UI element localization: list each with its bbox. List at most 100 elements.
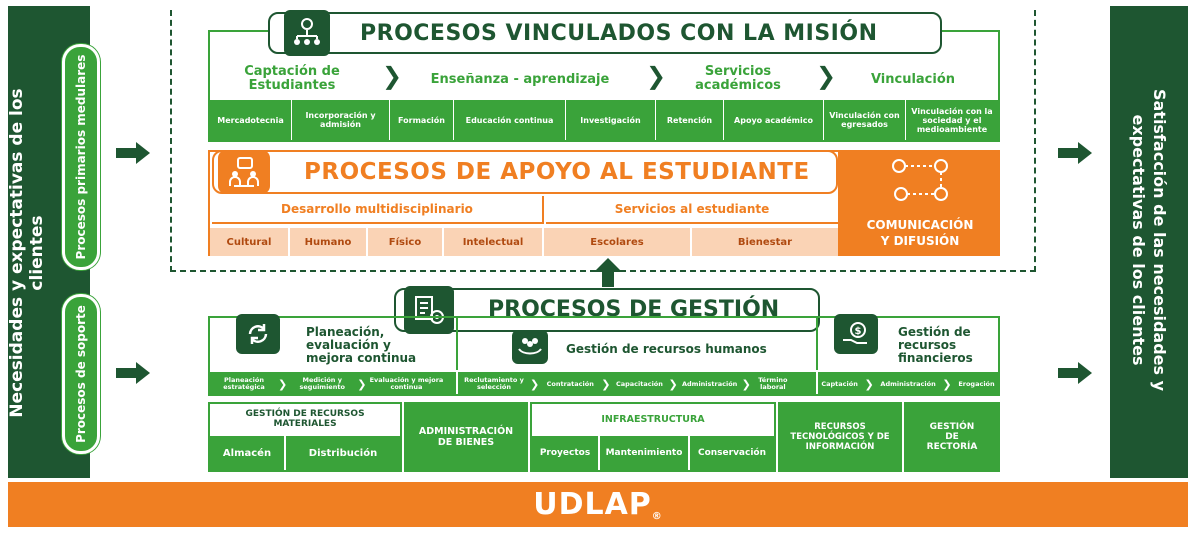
rrhh-steps: Reclutamiento y selección ❯ Contratación… <box>458 372 816 396</box>
stage-captacion: Captación de Estudiantes <box>244 64 340 93</box>
chevron-right-icon: ❯ <box>816 62 837 90</box>
mision-icon-box <box>284 10 330 56</box>
sub-fisico: Físico <box>368 228 444 256</box>
right-panel: Satisfacción de las necesidades y expect… <box>1110 6 1188 478</box>
comunicacion-box: COMUNICACIÓN Y DIFUSIÓN <box>840 150 1000 256</box>
sub-distribucion: Distribución <box>286 436 400 470</box>
right-panel-line1: Satisfacción de las necesidades y <box>1150 88 1169 392</box>
arrow-right-top <box>1058 142 1092 164</box>
svg-text:$: $ <box>855 326 862 337</box>
sub-formacion: Formación <box>390 100 454 140</box>
group-servicios: Servicios al estudiante <box>546 196 838 224</box>
arrow-up-stem <box>602 271 614 287</box>
sub-almacen: Almacén <box>210 436 286 470</box>
mision-subs-row: Mercadotecnia Incorporación y admisión F… <box>210 100 998 140</box>
planeacion-steps: Planeación estratégica ❯ Medición y segu… <box>210 372 456 396</box>
sub-humano: Humano <box>290 228 368 256</box>
apoyo-icon-box <box>218 150 270 194</box>
sub-educacion-continua: Educación continua <box>454 100 566 140</box>
divider <box>816 318 818 370</box>
rectoria-block: GESTIÓN DE RECTORÍA <box>904 402 1000 472</box>
sub-intelectual: Intelectual <box>444 228 544 256</box>
step: Erogación <box>958 380 995 388</box>
materiales-title: GESTIÓN DE RECURSOS MATERIALES <box>245 409 365 429</box>
pill-soporte-label: Procesos de soporte <box>74 305 88 443</box>
mision-title: PROCESOS VINCULADOS CON LA MISIÓN <box>360 21 878 46</box>
bienes-block: ADMINISTRACIÓN DE BIENES <box>404 402 528 472</box>
financieros-steps: Captación ❯ Administración ❯ Erogación <box>818 372 998 396</box>
planeacion-icon-box <box>236 314 280 354</box>
sub-vinculacion-sociedad: Vinculación con la sociedad y el medioam… <box>911 106 993 134</box>
stage-ensenanza: Enseñanza - aprendizaje <box>430 71 610 87</box>
stage-vinculacion: Vinculación <box>870 71 956 87</box>
registered-icon: ® <box>651 511 663 522</box>
stage-servicios: Servicios académicos <box>695 64 781 93</box>
arrow-left-top <box>116 142 150 164</box>
chevron-right-icon: ❯ <box>646 62 667 90</box>
step: Contratación <box>546 379 594 388</box>
comunicacion-label-2: Y DIFUSIÓN <box>880 234 960 248</box>
sub-mantenimiento: Mantenimiento <box>600 436 690 470</box>
planeacion-title: Planeación, evaluación y mejora continua <box>306 325 417 365</box>
apoyo-title: PROCESOS DE APOYO AL ESTUDIANTE <box>304 159 810 185</box>
arrow-up <box>594 258 622 272</box>
chevron-right-icon: ❯ <box>864 377 874 391</box>
pill-primarios: Procesos primarios medulares <box>62 44 100 270</box>
step: Capacitación <box>615 379 663 388</box>
arrow-right-bottom <box>1058 362 1092 384</box>
left-panel-label: Necesidades y expectativas de los client… <box>7 88 47 418</box>
tecnologicos-block: RECURSOS TECNOLÓGICOS Y DE INFORMACIÓN <box>778 402 902 472</box>
step: Evaluación y mejora continua <box>369 376 444 391</box>
step: Término laboral <box>758 376 788 391</box>
cycle-arrows-icon <box>248 324 268 344</box>
apoyo-title-tab: PROCESOS DE APOYO AL ESTUDIANTE <box>212 150 838 194</box>
materiales-block: GESTIÓN DE RECURSOS MATERIALES Almacén D… <box>208 402 402 472</box>
sub-investigacion: Investigación <box>566 100 656 140</box>
sub-conservacion: Conservación <box>690 436 774 470</box>
sub-mercadotecnia: Mercadotecnia <box>210 100 292 140</box>
infra-title: INFRAESTRUCTURA <box>601 413 705 425</box>
right-panel-line2: expectativas de los clientes <box>1129 114 1148 366</box>
apoyo-subs-row: Cultural Humano Físico Intelectual Escol… <box>210 228 838 256</box>
infra-block: INFRAESTRUCTURA Proyectos Mantenimiento … <box>530 402 776 472</box>
arrow-left-bottom <box>116 362 150 384</box>
chevron-right-icon: ❯ <box>668 377 678 391</box>
step: Administración <box>880 380 936 388</box>
sub-proyectos: Proyectos <box>532 436 600 470</box>
step: Reclutamiento y selección <box>464 376 524 391</box>
step: Planeación estratégica <box>223 376 265 391</box>
chevron-right-icon: ❯ <box>530 377 540 391</box>
pill-soporte: Procesos de soporte <box>62 294 100 454</box>
communication-network-icon <box>892 159 948 201</box>
mision-title-tab: PROCESOS VINCULADOS CON LA MISIÓN <box>268 10 942 56</box>
sub-apoyo-academico: Apoyo académico <box>724 100 824 140</box>
student-group-icon <box>229 157 259 187</box>
group-desarrollo: Desarrollo multidisciplinario <box>212 196 544 224</box>
rrhh-title: Gestión de recursos humanos <box>566 342 767 356</box>
comunicacion-label-1: COMUNICACIÓN <box>866 218 974 232</box>
brand-text: UDLAP <box>533 487 652 522</box>
chevron-right-icon: ❯ <box>278 377 288 391</box>
right-panel-text: Satisfacción de las necesidades y expect… <box>1128 44 1170 436</box>
chevron-right-icon: ❯ <box>382 62 403 90</box>
financieros-title: Gestión de recursos financieros <box>898 325 973 365</box>
financieros-icon-box: $ <box>834 314 878 354</box>
people-network-icon <box>294 18 320 45</box>
money-hand-icon: $ <box>843 322 867 344</box>
rrhh-icon-box <box>512 330 548 364</box>
sub-incorporacion: Incorporación y admisión <box>292 100 390 140</box>
pill-primarios-label: Procesos primarios medulares <box>74 54 88 260</box>
sub-escolares: Escolares <box>544 228 692 256</box>
divider <box>456 318 458 370</box>
sub-retencion: Retención <box>656 100 724 140</box>
step: Administración <box>682 379 738 388</box>
gestion-bottom-grid: GESTIÓN DE RECURSOS MATERIALES Almacén D… <box>208 402 1000 472</box>
sub-bienestar: Bienestar <box>737 236 793 248</box>
sub-vinculacion-egresados: Vinculación con egresados <box>824 100 906 140</box>
chevron-right-icon: ❯ <box>741 377 751 391</box>
step: Medición y seguimiento <box>299 376 345 391</box>
chevron-right-icon: ❯ <box>942 377 952 391</box>
chevron-right-icon: ❯ <box>601 377 611 391</box>
footer-bar: UDLAP® <box>8 482 1188 527</box>
udlap-logo: UDLAP® <box>533 487 663 522</box>
